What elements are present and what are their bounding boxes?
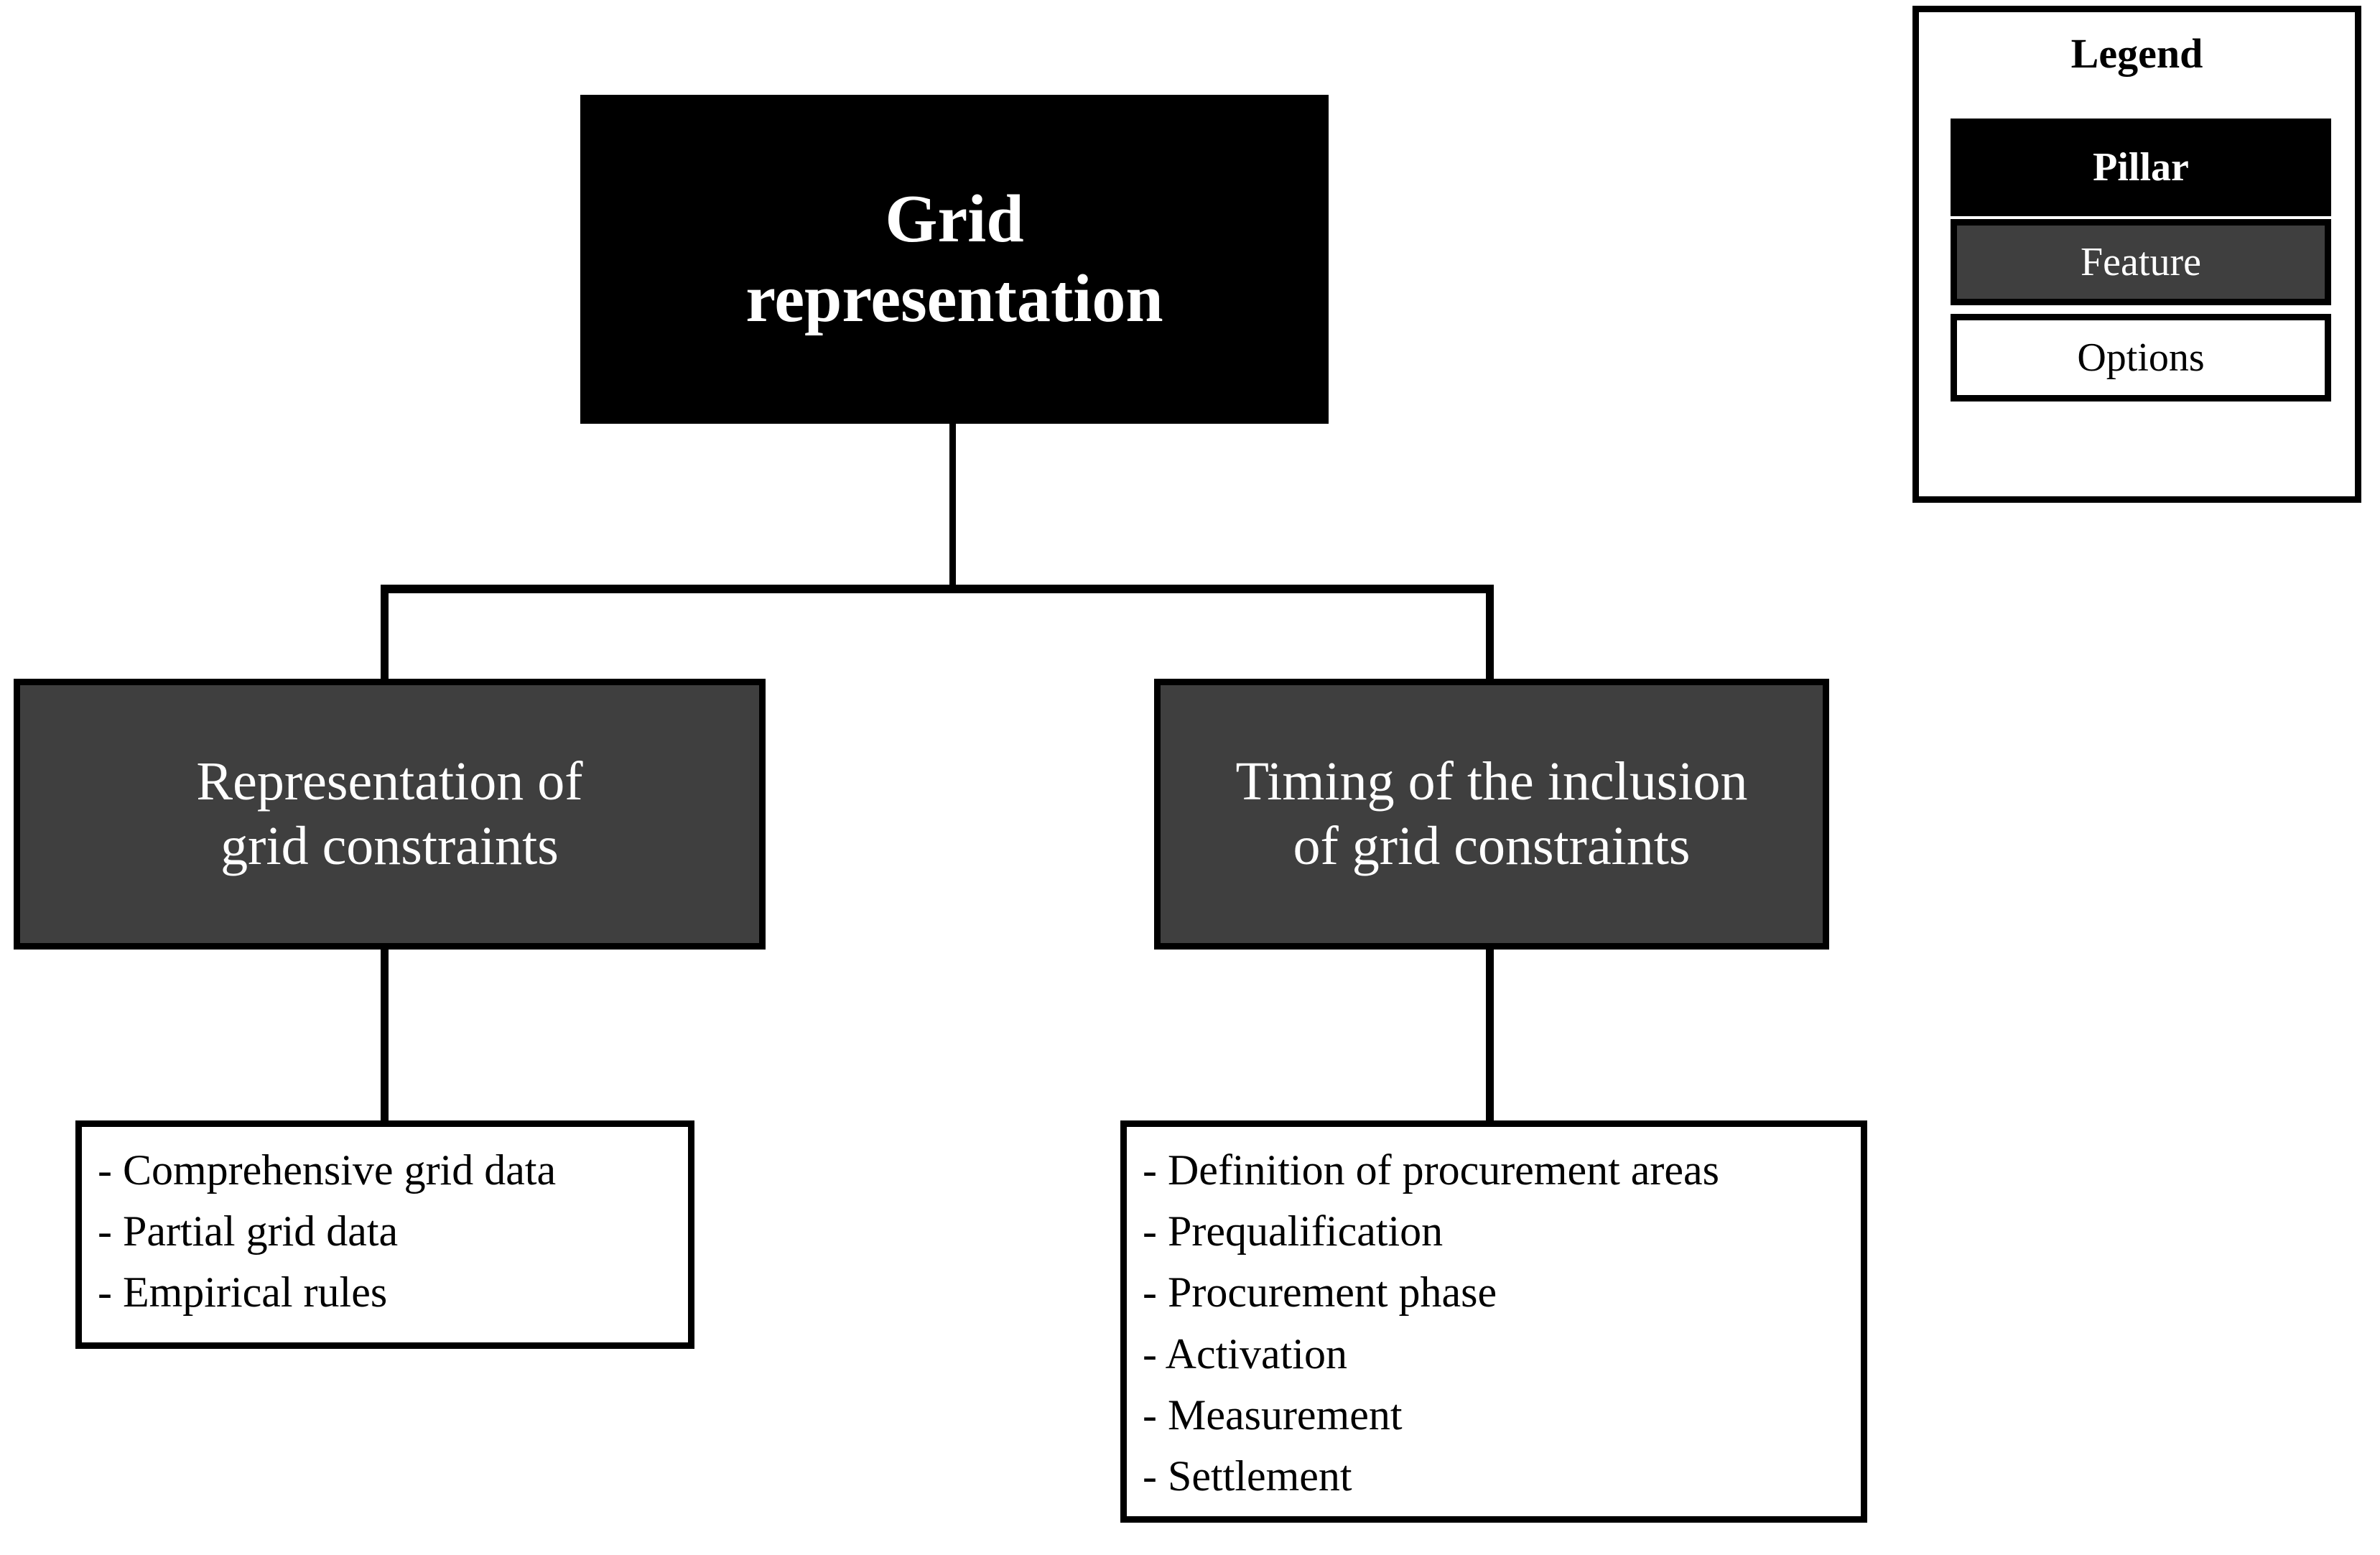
options-list-item: - Definition of procurement areas bbox=[1143, 1146, 1719, 1194]
feature-node-right-label-line1: Timing of the inclusion bbox=[1235, 751, 1748, 812]
options-list-left: - Comprehensive grid data - Partial grid… bbox=[82, 1127, 688, 1324]
feature-node-left-label-wrap: Representation of grid constraints bbox=[196, 750, 582, 878]
options-list-item: - Comprehensive grid data bbox=[98, 1146, 557, 1194]
connector-pillar-stem bbox=[949, 424, 956, 590]
feature-node-left-label-line1: Representation of bbox=[196, 751, 583, 812]
options-list-item: - Measurement bbox=[1143, 1391, 1403, 1439]
options-node-timing-of-the-inclusion-of-grid-constraints[interactable]: - Definition of procurement areas - Preq… bbox=[1120, 1120, 1867, 1523]
options-list-item: - Settlement bbox=[1143, 1452, 1352, 1500]
pillar-node-label: Grid representation bbox=[745, 182, 1163, 336]
connector-feature-left-to-options bbox=[381, 947, 389, 1125]
options-list-item: - Procurement phase bbox=[1143, 1268, 1497, 1317]
feature-node-timing-of-the-inclusion-of-grid-constraints[interactable]: Timing of the inclusion of grid constrai… bbox=[1154, 679, 1829, 950]
connector-bus-to-feature-right bbox=[1486, 585, 1494, 685]
feature-node-left-label-line2: grid constraints bbox=[220, 815, 559, 876]
legend-title: Legend bbox=[2070, 30, 2203, 77]
legend-swatch-pillar-label: Pillar bbox=[2093, 145, 2189, 190]
legend-swatch-feature-label: Feature bbox=[2081, 240, 2201, 284]
legend-swatch-options-label: Options bbox=[2077, 335, 2205, 380]
connector-bus-to-feature-left bbox=[381, 585, 389, 685]
legend-panel: Legend Pillar Feature Options bbox=[1912, 6, 2361, 503]
feature-node-representation-of-grid-constraints[interactable]: Representation of grid constraints bbox=[14, 679, 766, 950]
legend-swatch-feature[interactable]: Feature bbox=[1951, 219, 2331, 305]
options-list-item: - Prequalification bbox=[1143, 1207, 1444, 1255]
legend-swatch-options[interactable]: Options bbox=[1951, 314, 2331, 401]
options-list-item: - Activation bbox=[1143, 1329, 1347, 1378]
feature-node-right-label-wrap: Timing of the inclusion of grid constrai… bbox=[1236, 750, 1748, 878]
pillar-node-grid-representation[interactable]: Grid representation bbox=[580, 95, 1329, 424]
options-list-item: - Empirical rules bbox=[98, 1268, 388, 1317]
options-list-right: - Definition of procurement areas - Preq… bbox=[1127, 1127, 1861, 1507]
legend-swatch-pillar[interactable]: Pillar bbox=[1951, 119, 2331, 216]
options-list-item: - Partial grid data bbox=[98, 1207, 399, 1255]
feature-node-right-label-line2: of grid constraints bbox=[1293, 815, 1691, 876]
connector-horizontal-bus bbox=[381, 585, 1494, 593]
connector-feature-right-to-options bbox=[1486, 947, 1494, 1125]
options-node-representation-of-grid-constraints[interactable]: - Comprehensive grid data - Partial grid… bbox=[75, 1120, 694, 1349]
